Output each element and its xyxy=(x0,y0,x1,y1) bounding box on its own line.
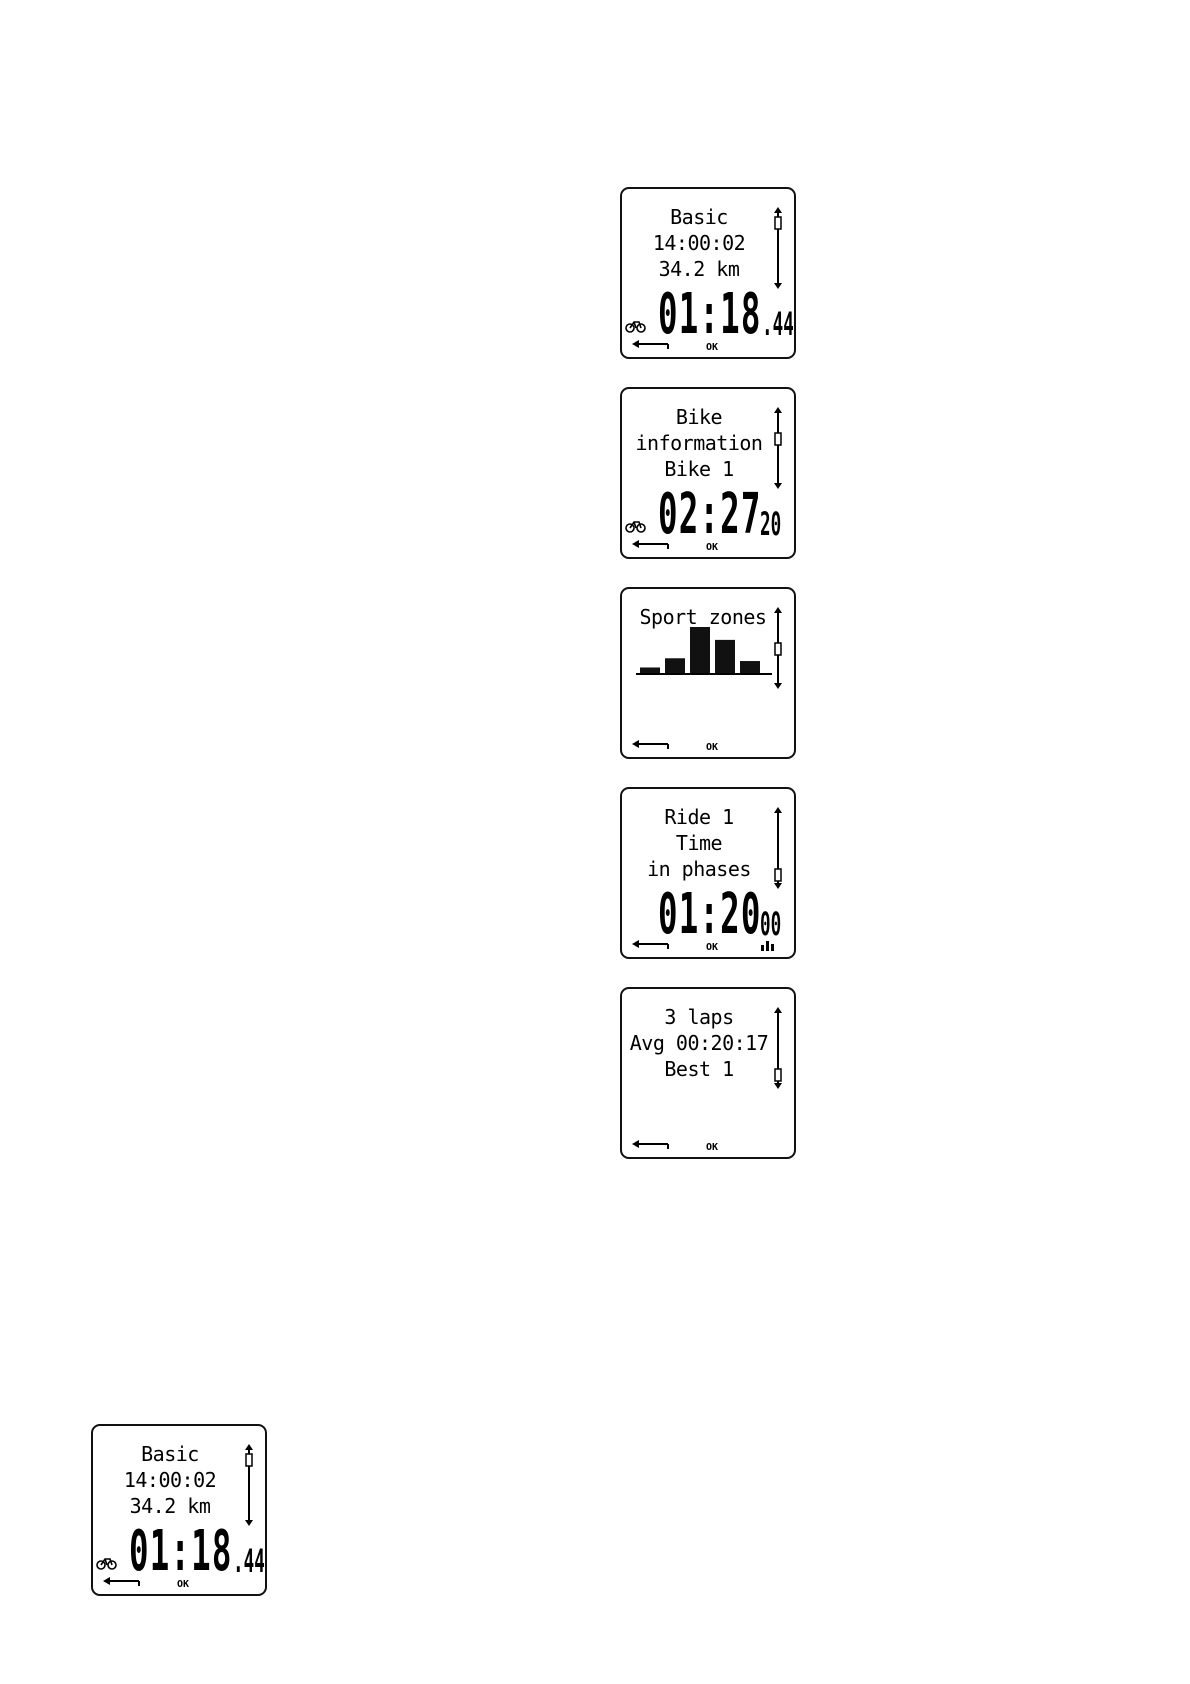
back-arrow-icon[interactable] xyxy=(103,1574,143,1588)
bike-icon xyxy=(96,1558,117,1570)
screen-title: Ride 1 xyxy=(664,805,734,829)
scroll-indicator-icon xyxy=(774,1007,782,1089)
small-time-value: 00 xyxy=(760,905,782,943)
scroll-indicator-icon xyxy=(245,1444,253,1526)
ok-button-label[interactable]: OK xyxy=(706,742,719,753)
screen-line-3: Best 1 xyxy=(664,1057,734,1081)
big-time-value: 01:18 xyxy=(129,1519,233,1584)
ok-button-label[interactable]: OK xyxy=(706,542,719,553)
zone-bar-1 xyxy=(640,667,660,673)
back-arrow-icon[interactable] xyxy=(632,937,672,951)
zone-bar-2 xyxy=(665,658,685,673)
zone-bar-3 xyxy=(690,627,710,673)
screen-title: Basic xyxy=(141,1442,199,1466)
bike-icon xyxy=(625,321,646,333)
zone-bar-4 xyxy=(715,639,735,673)
watch-screen-basic-summary: Basic 14:00:02 34.2 km 01:18 .44 OK xyxy=(91,1424,267,1596)
watch-screen-time-in-phases: Ride 1 Time in phases 01:20 00 OK xyxy=(620,787,796,959)
sport-zones-chart xyxy=(636,627,772,675)
screen-title: Basic xyxy=(670,205,728,229)
ok-button-label[interactable]: OK xyxy=(706,342,719,353)
screen-line-2: 14:00:02 xyxy=(123,1468,217,1492)
watch-screen-laps: 3 laps Avg 00:20:17 Best 1 OK xyxy=(620,987,796,1159)
ok-button-label[interactable]: OK xyxy=(706,1142,719,1153)
screen-title: 3 laps xyxy=(664,1005,734,1029)
zone-bar-5 xyxy=(740,661,760,673)
back-arrow-icon[interactable] xyxy=(632,737,672,751)
scroll-indicator-icon xyxy=(774,807,782,889)
screen-line-2: Time xyxy=(675,831,723,855)
back-arrow-icon[interactable] xyxy=(632,337,672,351)
screen-line-3: 34.2 km xyxy=(658,257,740,281)
watch-screen-basic: Basic 14:00:02 34.2 km 01:18 .44 OK xyxy=(620,187,796,359)
screen-line-3: 34.2 km xyxy=(129,1494,211,1518)
scroll-indicator-icon xyxy=(774,607,782,689)
screen-line-2: Avg 00:20:17 xyxy=(629,1031,769,1055)
screen-line-2: information xyxy=(635,431,763,455)
bike-icon xyxy=(625,521,646,533)
scroll-indicator-icon xyxy=(774,207,782,289)
ok-button-label[interactable]: OK xyxy=(177,1579,190,1590)
watch-screen-sport-zones: Sport zones OK xyxy=(620,587,796,759)
screen-line-2: 14:00:02 xyxy=(652,231,746,255)
big-time-value: 01:20 xyxy=(658,882,762,947)
screen-title: Bike xyxy=(675,405,723,429)
small-time-value: 20 xyxy=(760,505,782,543)
small-time-value: .44 xyxy=(233,1542,265,1580)
screen-line-3: Bike 1 xyxy=(664,457,734,481)
back-arrow-icon[interactable] xyxy=(632,1137,672,1151)
screen-line-3: in phases xyxy=(647,857,751,881)
small-time-value: .44 xyxy=(762,305,794,343)
big-time-value: 01:18 xyxy=(658,282,762,347)
big-time-value: 02:27 xyxy=(658,482,762,547)
phase-bars-icon xyxy=(761,941,774,951)
screen-title: Sport zones xyxy=(639,605,767,629)
back-arrow-icon[interactable] xyxy=(632,537,672,551)
watch-screen-bike-information: Bike information Bike 1 02:27 20 OK xyxy=(620,387,796,559)
ok-button-label[interactable]: OK xyxy=(706,942,719,953)
scroll-indicator-icon xyxy=(774,407,782,489)
